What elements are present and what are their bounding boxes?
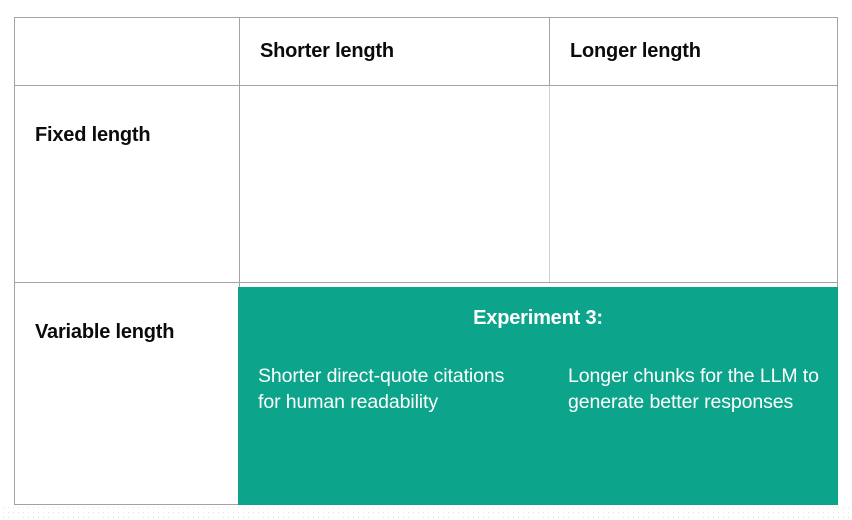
header-corner-cell [15, 18, 239, 85]
experiment-columns: Shorter direct-quote citations for human… [238, 349, 838, 505]
table-header-row: Shorter length Longer length [15, 18, 837, 86]
experiment-highlight-block: Experiment 3: Shorter direct-quote citat… [238, 287, 838, 505]
row-header-fixed-length: Fixed length [35, 124, 151, 146]
experiment-column-longer: Longer chunks for the LLM to generate be… [548, 349, 838, 505]
row-header-cell-fixed-length: Fixed length [15, 86, 239, 282]
cell-fixed-shorter [239, 86, 549, 282]
header-cell-longer-length: Longer length [549, 18, 837, 85]
column-header-shorter-length: Shorter length [260, 40, 394, 62]
experiment-shorter-text: Shorter direct-quote citations for human… [258, 365, 505, 413]
cell-fixed-longer [549, 86, 837, 282]
row-header-variable-length: Variable length [35, 321, 175, 343]
header-cell-shorter-length: Shorter length [239, 18, 549, 85]
experiment-column-shorter: Shorter direct-quote citations for human… [238, 349, 548, 505]
bottom-dotted-strip [0, 506, 852, 520]
experiment-longer-text: Longer chunks for the LLM to generate be… [568, 365, 819, 413]
column-header-longer-length: Longer length [570, 40, 701, 62]
table-row-fixed-length: Fixed length [15, 86, 837, 283]
row-header-cell-variable-length: Variable length [15, 283, 239, 504]
experiment-title: Experiment 3: [473, 306, 603, 329]
